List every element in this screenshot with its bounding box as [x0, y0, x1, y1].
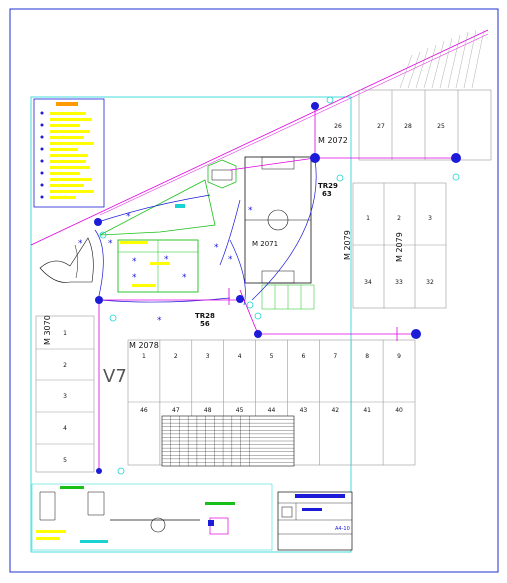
lot-number: 27 — [377, 123, 385, 130]
zone-label-center: M 2078 — [129, 341, 159, 350]
transformer-lower-num: 56 — [200, 320, 210, 328]
svg-text:*: * — [164, 255, 169, 265]
drawing-frame — [9, 8, 499, 573]
lot-number: 7 — [333, 353, 337, 360]
lot-number: 34 — [364, 279, 372, 286]
lot-number: 45 — [236, 407, 244, 414]
cable-runs — [98, 105, 455, 471]
lot-number: 4 — [238, 353, 242, 360]
zone-label-field: M 2071 — [252, 240, 278, 248]
site-boundary-diagonal — [30, 29, 489, 246]
lot-number: 1 — [63, 330, 67, 337]
lot-number: 33 — [395, 279, 403, 286]
lot-number: 2 — [63, 362, 67, 369]
lot-number: 28 — [404, 123, 412, 130]
lot-number: 3 — [63, 393, 67, 400]
legend-symbols — [40, 111, 44, 199]
road-label: V7 — [103, 366, 127, 387]
legend-panel — [33, 98, 105, 208]
svg-text:*: * — [157, 316, 162, 326]
svg-text:*: * — [108, 239, 113, 249]
lot-number: 41 — [363, 407, 371, 414]
sheet-border — [30, 96, 352, 553]
lot-number: 8 — [365, 353, 369, 360]
lot-number: 48 — [204, 407, 212, 414]
lot-number: 44 — [268, 407, 276, 414]
lot-number: 32 — [426, 279, 434, 286]
transformer-lower-name: TR28 — [195, 312, 215, 320]
park-outline — [99, 179, 216, 236]
transformer-upper-name: TR29 — [318, 182, 338, 190]
lot-block-right — [352, 182, 447, 309]
svg-text:*: * — [248, 206, 253, 216]
lamp-symbols: * * * * * * * * * * * — [78, 206, 253, 326]
lot-number: 9 — [397, 353, 401, 360]
svg-text:*: * — [228, 255, 233, 265]
lot-number: 6 — [301, 353, 305, 360]
lot-number: 3 — [428, 215, 432, 222]
lot-number: 46 — [140, 407, 148, 414]
lot-number: 1 — [366, 215, 370, 222]
zone-label-top-right: M 2072 — [318, 136, 348, 145]
lot-number: 4 — [63, 425, 67, 432]
electrical-routes — [94, 159, 317, 306]
svg-text:*: * — [214, 243, 219, 253]
title-block-ref: A4-10 — [335, 526, 350, 532]
lot-number: 47 — [172, 407, 180, 414]
lot-number: 26 — [334, 123, 342, 130]
svg-text:*: * — [78, 239, 83, 249]
poles — [94, 102, 461, 474]
zone-label-right-2: M 2079 — [395, 232, 404, 262]
svg-text:*: * — [132, 257, 137, 267]
legend-header — [56, 102, 78, 106]
lot-number: 5 — [63, 457, 67, 464]
lot-number: 2 — [397, 215, 401, 222]
detail-strip — [31, 483, 273, 551]
hexagon-kiosk — [207, 159, 237, 189]
pavilion — [39, 237, 94, 283]
lot-number: 5 — [270, 353, 274, 360]
site-boundary-diagonal-2 — [99, 33, 489, 216]
lot-number: 40 — [395, 407, 403, 414]
svg-text:*: * — [132, 273, 137, 283]
lot-number: 2 — [174, 353, 178, 360]
lot-number: 42 — [331, 407, 339, 414]
motor-symbol — [150, 517, 166, 533]
title-block — [277, 491, 353, 551]
zone-label-left: M 3070 — [43, 315, 52, 345]
svg-text:*: * — [182, 273, 187, 283]
legend-rows — [50, 112, 94, 199]
parking-stalls — [261, 284, 315, 310]
lot-number: 25 — [437, 123, 445, 130]
lot-block-left — [35, 315, 95, 473]
lot-number: 3 — [206, 353, 210, 360]
zone-label-right: M 2079 — [343, 230, 352, 260]
lot-number: 1 — [142, 353, 146, 360]
transformer-upper-num: 63 — [322, 190, 332, 198]
cyan-markers — [99, 96, 460, 475]
hatched-area — [399, 29, 485, 89]
svg-text:*: * — [126, 212, 131, 222]
lot-number: 43 — [300, 407, 308, 414]
